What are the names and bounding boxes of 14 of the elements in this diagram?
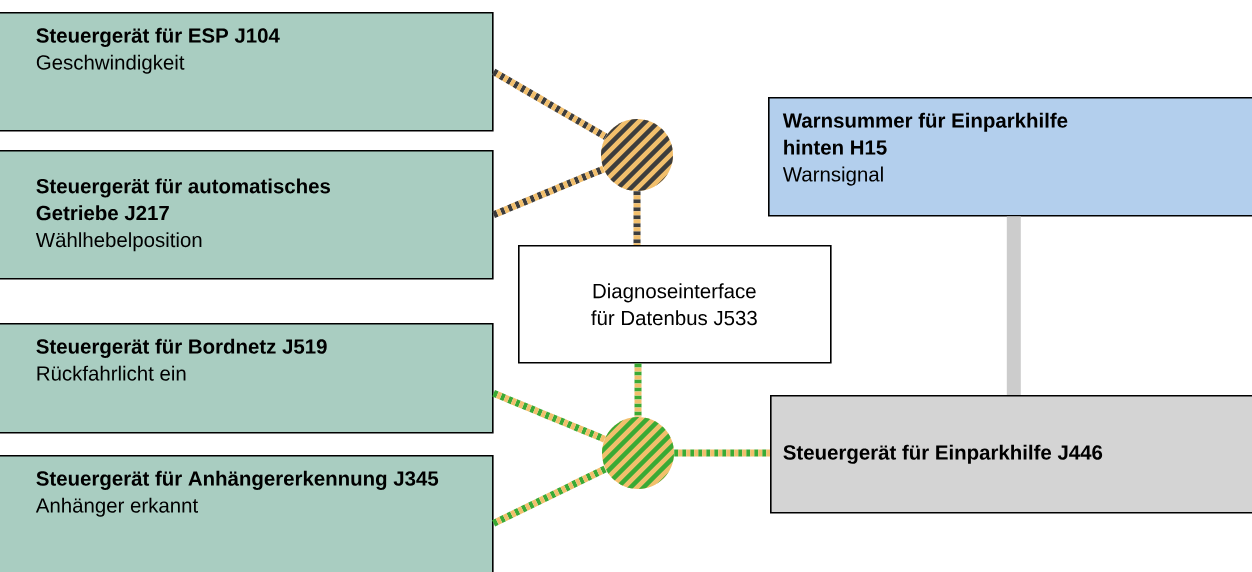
bus-line <box>492 465 607 527</box>
control-unit-box: Steuergerät für ESP J104 Geschwindigkeit <box>0 12 494 132</box>
control-unit-box: Steuergerät für automatisches Getriebe J217 Wählhebelposition <box>0 150 494 280</box>
control-unit-box: Steuergerät für Bordnetz J519 Rückfahrlicht ein <box>0 323 494 434</box>
interface-box: Diagnoseinterface für Datenbus J533 <box>518 245 832 364</box>
bus-line <box>492 165 605 219</box>
bus-line <box>492 390 606 443</box>
control-unit-box: Steuergerät für Einparkhilfe J446 <box>770 395 1252 514</box>
bus-junction-circle <box>602 417 674 489</box>
control-unit-box: Steuergerät für Anhängererkennung J345 Anhänger erkannt <box>0 455 494 572</box>
bus-junction-circle <box>601 119 673 191</box>
bus-line <box>491 68 608 140</box>
buzzer-box: Warnsummer für Einparkhilfe hinten H15 Warnsignal <box>768 97 1252 217</box>
connector-line <box>1006 216 1021 395</box>
